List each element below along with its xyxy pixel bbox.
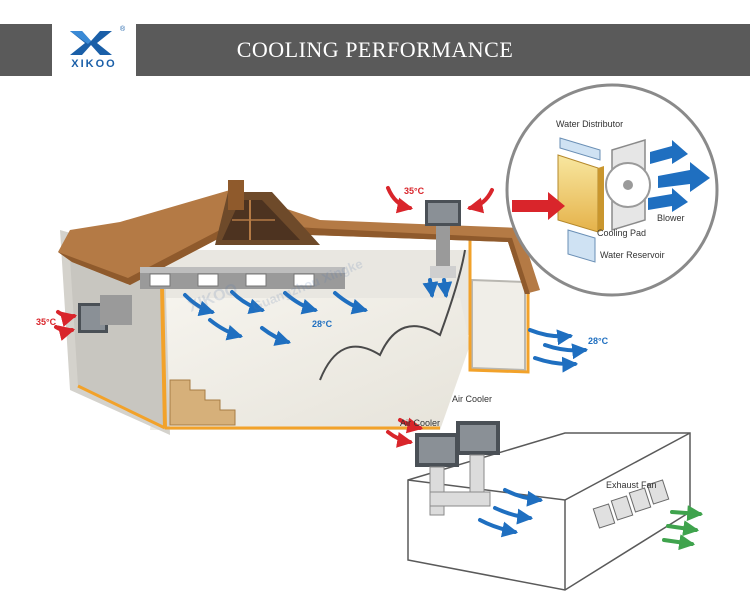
livestock-house [386,417,704,591]
brand-logo: ® XIKOO [52,24,136,76]
label-cooling-pad: Cooling Pad [597,228,647,238]
building [58,180,540,435]
roof-air-cooler [425,200,461,278]
temp-roof-outside: 35°C [404,186,425,196]
logo-reg-mark: ® [120,26,126,33]
label-water-distributor: Water Distributor [556,119,624,129]
label-air-cooler-bottom: Air Cooler [400,418,441,428]
temp-exit: 28°C [588,336,609,346]
cooling-diagram [54,83,719,591]
hot-air-arrows [54,186,494,341]
label-exhaust-fan: Exhaust Fan [606,480,657,490]
brand-name: XIKOO [71,58,117,70]
temp-inside: 28°C [312,319,333,329]
wall-air-cooler [78,295,132,333]
logo-x-icon [70,31,112,55]
cooler-detail-magnifier [505,83,719,297]
label-blower: Blower [657,213,685,223]
label-water-reservoir: Water Reservoir [600,250,665,260]
label-air-cooler-top: Air Cooler [452,394,493,404]
page-title: COOLING PERFORMANCE [236,37,514,62]
temp-left-outside: 35°C [36,317,57,327]
building-airflow [183,278,589,373]
